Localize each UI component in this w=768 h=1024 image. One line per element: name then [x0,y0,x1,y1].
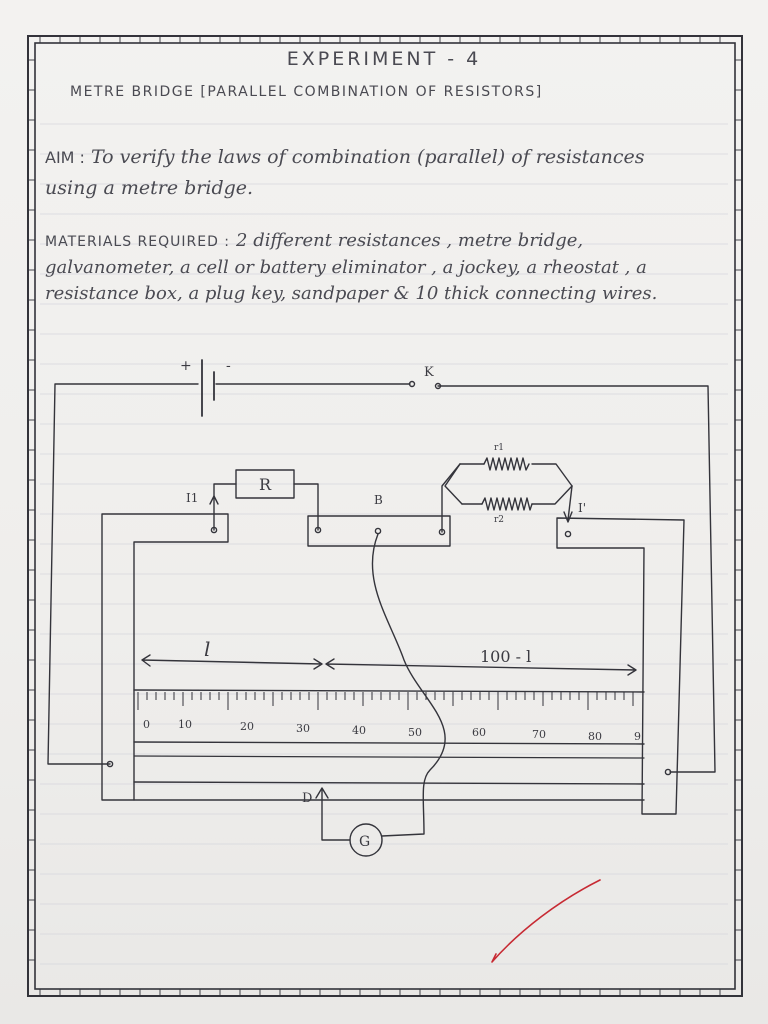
teacher-check-mark [491,879,601,963]
key-contact-right [434,382,442,390]
scale-number-9: 9 [634,730,641,743]
scale-number-0: 0 [143,718,150,731]
battery-plus-label: + [180,358,192,374]
parallel-network-left-wire [441,463,461,533]
current-arrow-left [209,495,219,505]
scale-number-60: 60 [472,726,486,739]
aim-text: To verify the laws of combination (paral… [45,146,645,199]
r2-coil [481,497,533,511]
aim-paragraph: AIM :To verify the laws of combination (… [45,142,665,203]
terminal-right-bottom [664,768,672,776]
scale-numbers: 0 10 20 30 40 50 60 70 80 9 [143,718,641,743]
terminal-right-top [564,530,572,538]
r2-coil-wire [461,485,573,505]
scale-number-70: 70 [532,728,546,741]
outer-border [27,35,743,997]
right-metal-strip [556,517,685,815]
galvanometer-upper-wire [371,533,446,837]
page-title: EXPERIMENT - 4 [286,48,482,70]
scale-number-10: 10 [178,718,192,731]
length-100-l-arrow [325,658,637,676]
scale-number-30: 30 [296,722,310,735]
battery-loop-wire [47,383,199,765]
base-bottom-line [133,781,645,785]
scale-number-40: 40 [352,724,366,737]
scale-bottom-edge [133,741,645,745]
key-right-wire [437,385,716,773]
parallel-node-left [444,463,463,505]
length-l-label: l [204,637,210,661]
scale-top-edge [133,689,645,693]
resistor-r-right-wire [293,483,319,531]
terminal-left-bottom [106,760,114,768]
materials-paragraph: MATERIALS REQUIRED :2 different resistan… [45,228,705,307]
inner-border [34,42,736,990]
page-subtitle: METRE BRIDGE [PARALLEL COMBINATION OF RE… [70,84,543,100]
resistor-r-label: R [259,475,272,494]
r1-coil [483,457,530,471]
left-terminal-label: I1 [186,491,198,505]
galvanometer-left-wire [321,789,351,841]
battery-minus-label: - [226,358,231,374]
length-l-arrow [141,654,323,670]
jockey-arrow [315,787,329,799]
key-contact-left [408,380,416,388]
scale-number-20: 20 [240,720,254,733]
current-arrow-right [563,511,573,523]
r1-label: r1 [494,443,504,453]
right-terminal-label: I' [578,501,586,515]
middle-terminal-label: B [374,493,383,507]
galvanometer-label: G [359,834,370,850]
resistor-r-left-wire [213,483,237,531]
aim-label: AIM : [45,148,85,167]
key-label: K [424,365,434,380]
border-hatching [28,36,742,996]
parallel-network-right-wire [567,485,573,521]
bridge-wire [133,755,645,759]
jockey-label: D [302,791,312,806]
middle-metal-strip [307,515,451,547]
r1-coil-wire [459,463,573,487]
length-100-l-label: 100 - l [480,647,531,666]
materials-text: 2 different resistances , metre bridge, … [45,230,658,304]
metre-scale-ticks [137,692,634,710]
r2-label: r2 [494,515,504,525]
scale-number-50: 50 [408,726,422,739]
terminal-middle-center [374,527,382,535]
left-metal-strip [101,513,229,801]
scale-number-80: 80 [588,730,602,743]
materials-label: MATERIALS REQUIRED : [45,234,231,250]
